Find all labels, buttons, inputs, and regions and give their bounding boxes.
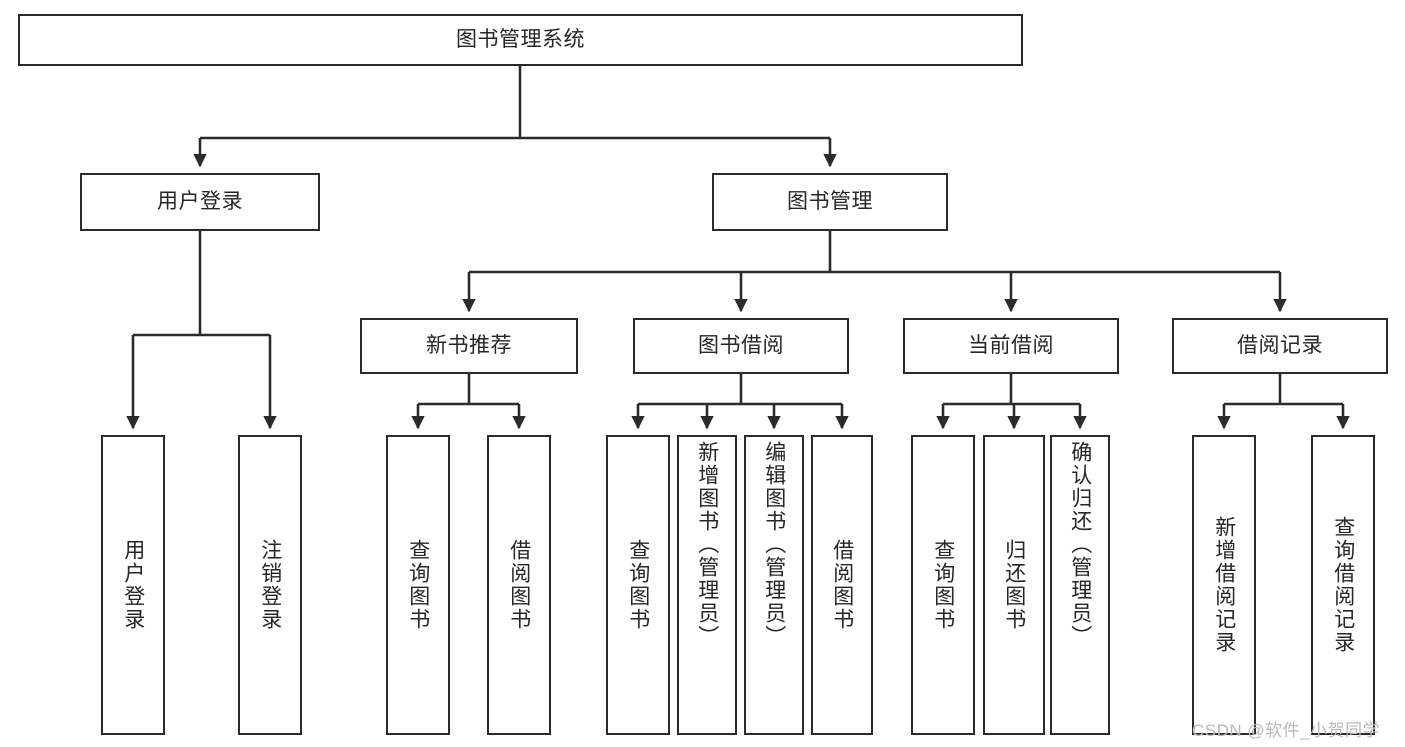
leaf-node-query-book-current[interactable]: 查询图书 (911, 435, 975, 735)
node-book-management-system[interactable]: 图书管理系统 (18, 14, 1023, 66)
leaf-node-query-book-borrow[interactable]: 查询图书 (606, 435, 670, 735)
leaf-node-label: 借阅图书 (830, 539, 854, 631)
leaf-node-query-book-recommend[interactable]: 查询图书 (386, 435, 450, 735)
leaf-node-user-login[interactable]: 用户登录 (101, 435, 165, 735)
leaf-node-label: 查询图书 (626, 539, 650, 631)
leaf-node-add-borrow-record[interactable]: 新增借阅记录 (1192, 435, 1256, 735)
leaf-node-label: 归还图书 (1002, 539, 1026, 631)
leaf-node-label: 确认归还（管理员） (1068, 441, 1092, 648)
node-label: 当前借阅 (968, 333, 1054, 357)
leaf-node-label: 用户登录 (121, 539, 145, 631)
leaf-node-query-borrow-record[interactable]: 查询借阅记录 (1311, 435, 1375, 735)
leaf-node-edit-book-admin[interactable]: 编辑图书（管理员） (744, 435, 804, 735)
leaf-node-label: 编辑图书（管理员） (762, 441, 786, 648)
node-label: 图书管理 (787, 189, 873, 213)
leaf-node-label: 借阅图书 (507, 539, 531, 631)
leaf-node-borrow-book-recommend[interactable]: 借阅图书 (487, 435, 551, 735)
node-label: 图书管理系统 (456, 27, 585, 51)
leaf-node-label: 注销登录 (258, 539, 282, 631)
leaf-node-label: 查询借阅记录 (1331, 516, 1355, 654)
leaf-node-add-book-admin[interactable]: 新增图书（管理员） (677, 435, 737, 735)
node-borrow-record[interactable]: 借阅记录 (1172, 318, 1388, 374)
node-book-management[interactable]: 图书管理 (712, 173, 948, 231)
node-new-book-recommend[interactable]: 新书推荐 (360, 318, 578, 374)
leaf-node-label: 查询图书 (931, 539, 955, 631)
node-user-login[interactable]: 用户登录 (80, 173, 320, 231)
node-label: 借阅记录 (1237, 333, 1323, 357)
leaf-node-user-logout[interactable]: 注销登录 (238, 435, 302, 735)
leaf-node-return-book[interactable]: 归还图书 (983, 435, 1045, 735)
node-current-borrow[interactable]: 当前借阅 (903, 318, 1119, 374)
leaf-node-confirm-return-admin[interactable]: 确认归还（管理员） (1050, 435, 1110, 735)
node-label: 用户登录 (157, 189, 243, 213)
node-book-borrow[interactable]: 图书借阅 (633, 318, 849, 374)
leaf-node-label: 新增图书（管理员） (695, 441, 719, 648)
leaf-node-borrow-book[interactable]: 借阅图书 (811, 435, 873, 735)
node-label: 新书推荐 (426, 333, 512, 357)
node-label: 图书借阅 (698, 333, 784, 357)
leaf-node-label: 新增借阅记录 (1212, 516, 1236, 654)
leaf-node-label: 查询图书 (406, 539, 430, 631)
